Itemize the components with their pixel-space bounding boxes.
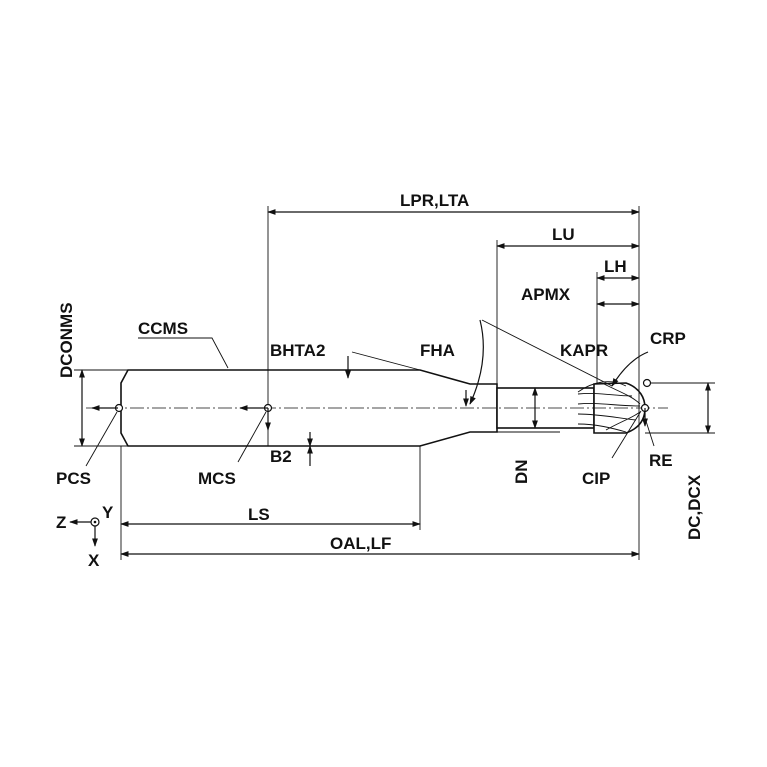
label-axis-x: X [88, 551, 100, 570]
tool-body [86, 369, 668, 447]
label-pcs: PCS [56, 469, 91, 488]
label-crp: CRP [650, 329, 686, 348]
label-lh: LH [604, 257, 627, 276]
label-axis-z: Z [56, 513, 66, 532]
labels: LPR,LTA LU LH APMX DCONMS CCMS BHTA2 FHA… [56, 191, 704, 570]
label-kapr: KAPR [560, 341, 608, 360]
extension-lines [74, 206, 715, 560]
label-mcs: MCS [198, 469, 236, 488]
label-fha: FHA [420, 341, 455, 360]
label-dconms: DCONMS [57, 302, 76, 378]
label-ls: LS [248, 505, 270, 524]
label-b2: B2 [270, 447, 292, 466]
label-dc-dcx: DC,DCX [685, 474, 704, 540]
crp-point [642, 378, 652, 388]
dim-fha-arc [469, 319, 484, 405]
label-apmx: APMX [521, 285, 571, 304]
label-ccms: CCMS [138, 319, 188, 338]
label-cip: CIP [582, 469, 610, 488]
label-lu: LU [552, 225, 575, 244]
dimension-lines [79, 209, 711, 557]
leaders [69, 337, 655, 547]
label-bhta2: BHTA2 [270, 341, 325, 360]
dim-kapr-arc [611, 351, 649, 387]
label-dn: DN [512, 459, 531, 484]
flutes [577, 381, 641, 433]
label-re: RE [649, 451, 673, 470]
label-axis-y: Y [102, 503, 114, 522]
label-lpr-lta: LPR,LTA [400, 191, 469, 210]
label-oal-lf: OAL,LF [330, 534, 391, 553]
